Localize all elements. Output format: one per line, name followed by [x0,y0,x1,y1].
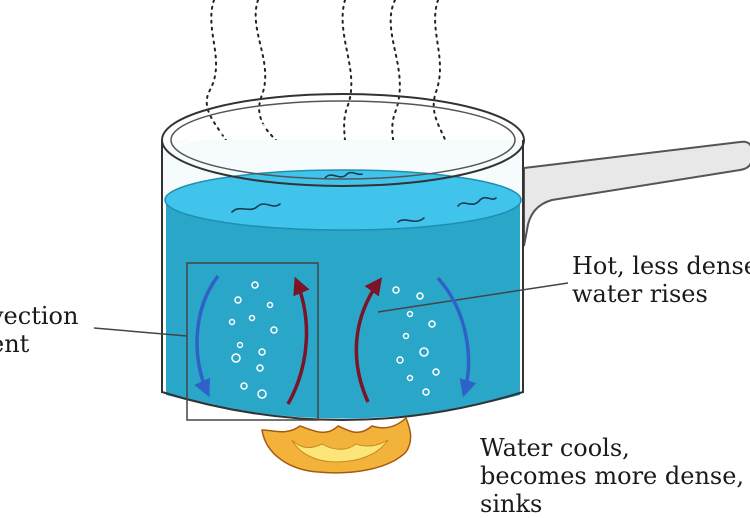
hot-water-label: Hot, less dense water rises [572,252,750,308]
bubbles [228,281,440,399]
flame [261,416,412,474]
pot-bottom [161,391,524,421]
convection-current-pointer [93,327,188,337]
cold-arrow-left [194,274,220,398]
pot-rim-inner [170,100,516,180]
pot-rim-outer [161,93,525,187]
water-surface [164,169,522,231]
convection-current-box [186,262,319,421]
water-ripples [231,171,497,223]
convection-diagram [93,0,750,474]
cool-water-line-3: sinks [480,490,543,518]
hot-water-line-2: water rises [572,280,708,308]
water-body [166,200,520,419]
cool-water-line-2: becomes more dense, [480,462,745,490]
pan-handle [523,140,750,247]
convection-current-line-2: ent [0,330,30,358]
hot-water-line-1: Hot, less dense [572,252,750,280]
hot-water-pointer [377,282,569,313]
cool-water-line-1: Water cools, [480,434,630,462]
glass-highlight [175,120,341,148]
convection-current-line-1: vection [0,302,79,330]
steam-lines [205,0,450,163]
convection-current-label: vection ent [0,302,78,358]
hot-arrow-left [286,276,310,405]
cold-arrow-right [436,276,477,398]
cool-water-label: Water cools, becomes more dense, sinks [480,434,744,518]
hot-arrow-right [354,277,383,403]
